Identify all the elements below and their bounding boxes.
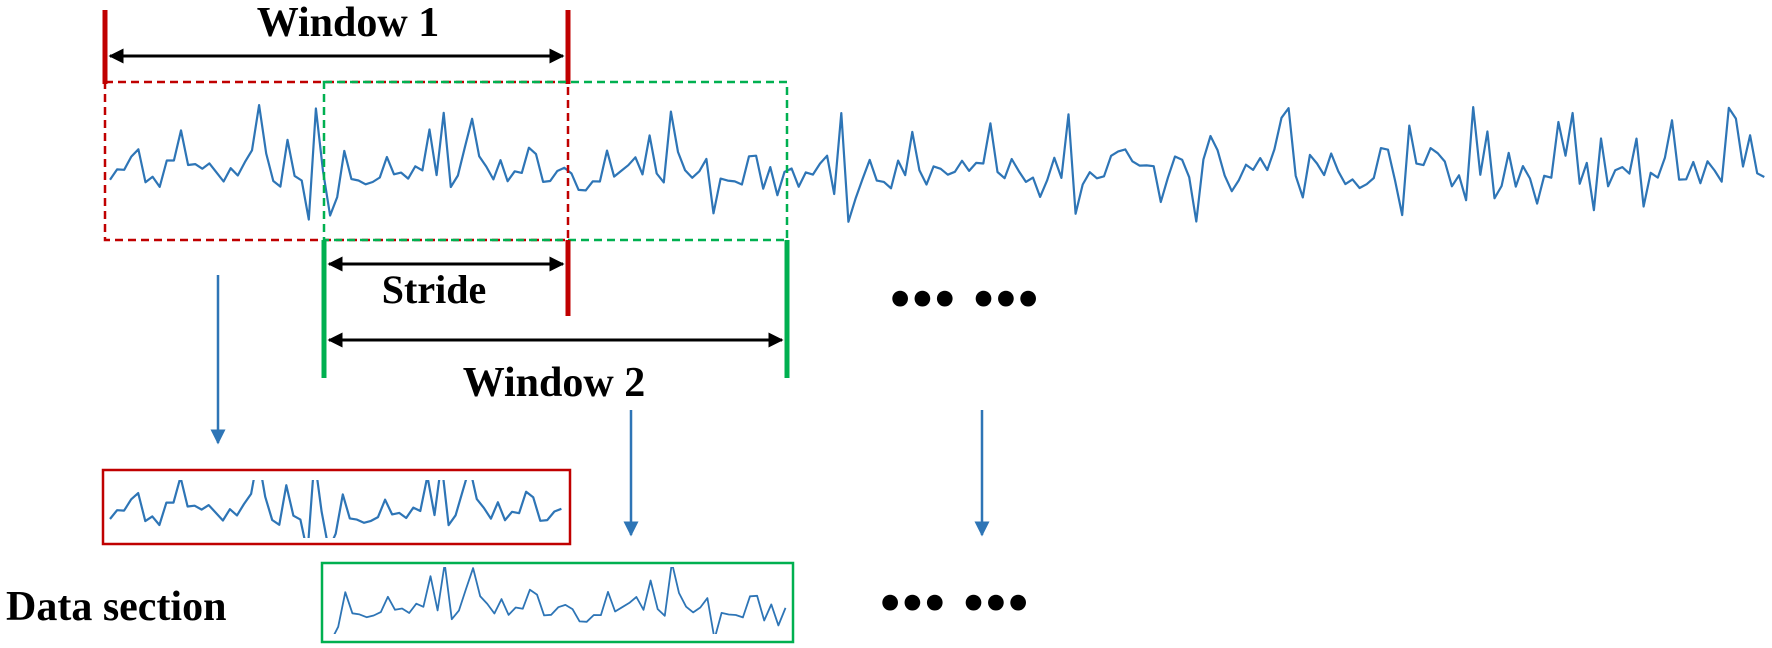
window-1-label: Window 1 (257, 0, 439, 46)
data-section-label: Data section (6, 584, 226, 630)
ellipsis-windows: ••• ••• (890, 266, 1040, 331)
data-section-1-signal (109, 480, 562, 538)
window-2-box (322, 80, 789, 242)
window-2-label: Window 2 (463, 360, 645, 406)
time-series-signal (109, 103, 1765, 223)
ellipsis-sections: ••• ••• (880, 570, 1030, 635)
stride-label: Stride (382, 267, 486, 312)
data-section-2-signal (333, 567, 787, 634)
data-section-2-box (320, 561, 795, 644)
